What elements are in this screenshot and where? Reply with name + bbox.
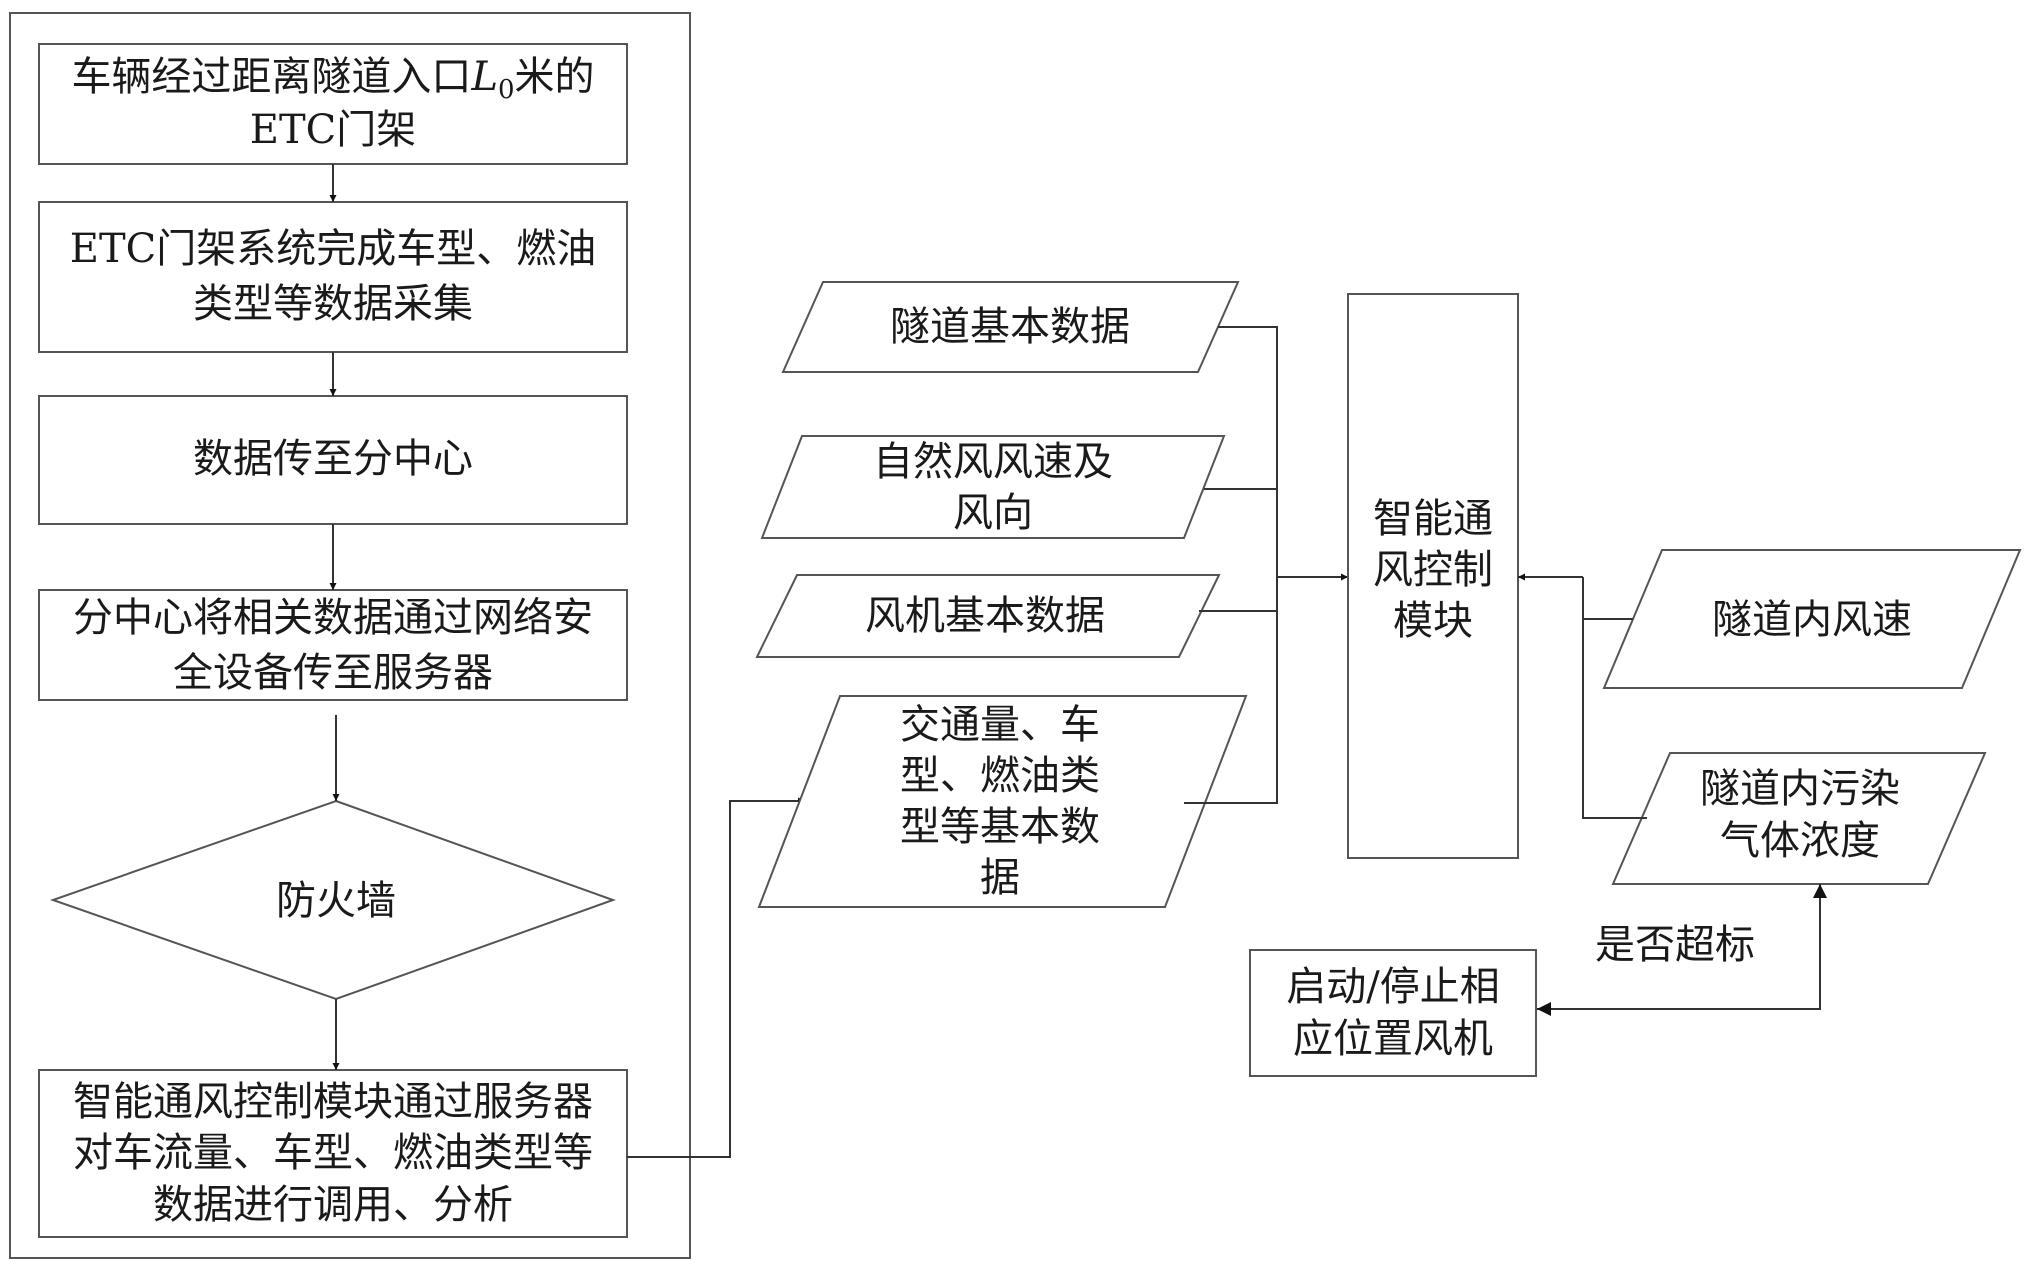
link-pollutant-to-bus: [1582, 577, 1647, 819]
natural-wind-line2: 风向: [953, 490, 1033, 536]
arrow-step5-to-traffic: [627, 797, 805, 1158]
arrow-decision-loop: [1537, 884, 1827, 1016]
step2-line2: 类型等数据采集: [193, 281, 473, 327]
module-line3: 模块: [1393, 598, 1473, 644]
step1-line1: 车辆经过距离隧道入口L0米的: [71, 54, 594, 105]
step2-line1: ETC门架系统完成车型、燃油: [70, 226, 596, 272]
step5-line3: 数据进行调用、分析: [153, 1182, 513, 1228]
traffic-line4: 据: [980, 855, 1020, 901]
step-module-analysis: 智能通风控制模块通过服务器 对车流量、车型、燃油类型等 数据进行调用、分析: [38, 1069, 628, 1238]
input-tunnel-basic-data: 隧道基本数据: [781, 281, 1240, 373]
step5-line1: 智能通风控制模块通过服务器: [73, 1079, 593, 1125]
ventilation-control-module: 智能通 风控制 模块: [1347, 293, 1519, 859]
firewall-label: 防火墙: [276, 878, 396, 924]
traffic-line1: 交通量、车: [900, 702, 1100, 748]
step4-line2: 全设备传至服务器: [173, 650, 493, 696]
firewall-diamond: 防火墙: [49, 799, 616, 1001]
step5-line2: 对车流量、车型、燃油类型等: [73, 1130, 593, 1176]
step4-line1: 分中心将相关数据通过网络安: [73, 595, 593, 641]
sensor-tunnel-wind-speed: 隧道内风速: [1602, 549, 2022, 689]
fan-action-line1: 启动/停止相: [1286, 964, 1499, 1010]
step-data-to-subcenter: 数据传至分中心: [38, 395, 628, 525]
decision-label: 是否超标: [1595, 922, 1755, 968]
traffic-line3: 型等基本数: [900, 804, 1100, 850]
input-fan-basic-data: 风机基本数据: [755, 574, 1221, 658]
step-vehicle-passes-etc-gantry: 车辆经过距离隧道入口L0米的 ETC门架: [38, 43, 628, 165]
module-line2: 风控制: [1373, 547, 1493, 593]
step-subcenter-to-server: 分中心将相关数据通过网络安 全设备传至服务器: [38, 589, 628, 701]
input-traffic-data: 交通量、车 型、燃油类 型等基本数 据: [757, 695, 1248, 908]
step-etc-data-collection: ETC门架系统完成车型、燃油 类型等数据采集: [38, 201, 628, 353]
fan-basic-label: 风机基本数据: [865, 593, 1105, 639]
tunnel-wind-label: 隧道内风速: [1712, 597, 1912, 643]
process-frame: [9, 12, 691, 1259]
traffic-line2: 型、燃油类: [900, 753, 1100, 799]
step3-line1: 数据传至分中心: [193, 436, 473, 482]
fan-action-line2: 应位置风机: [1293, 1016, 1493, 1062]
pollutant-line1: 隧道内污染: [1700, 766, 1900, 812]
sensor-pollutant-concentration: 隧道内污染 气体浓度: [1611, 752, 1987, 885]
fan-start-stop-action: 启动/停止相 应位置风机: [1249, 949, 1537, 1077]
pollutant-line2: 气体浓度: [1720, 818, 1880, 864]
module-line1: 智能通: [1373, 496, 1493, 542]
link-tunnel-basic: [1184, 326, 1278, 804]
natural-wind-line1: 自然风风速及: [873, 439, 1113, 485]
tunnel-basic-label: 隧道基本数据: [890, 304, 1130, 350]
step1-line2: ETC门架: [250, 107, 416, 153]
input-natural-wind: 自然风风速及 风向: [760, 435, 1226, 539]
